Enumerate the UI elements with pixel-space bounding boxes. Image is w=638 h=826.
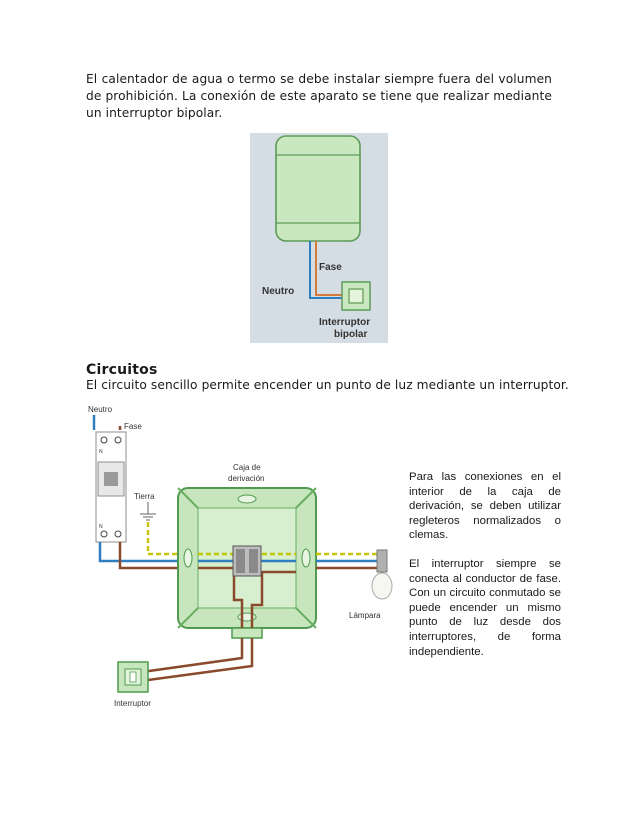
bipolar-switch-icon bbox=[341, 281, 371, 311]
neutro-wire bbox=[309, 241, 344, 299]
caja-label-line1: Caja de bbox=[233, 463, 261, 472]
switch-return-wire bbox=[147, 638, 254, 682]
internal-return-wire bbox=[250, 570, 296, 628]
breaker-n-bottom: N bbox=[99, 524, 103, 530]
note-clemas: Para las conexiones en el interior de la… bbox=[409, 471, 561, 542]
switch-fase-wire bbox=[140, 638, 244, 678]
circuit-diagram: Neutro Fase N N Tierra Caja de derivació… bbox=[88, 405, 393, 708]
lightbulb-icon bbox=[371, 549, 393, 600]
water-heater-tank bbox=[275, 135, 361, 242]
neutro-label: Neutro bbox=[262, 286, 294, 297]
interruptor-label: Interruptor bbox=[114, 699, 151, 708]
water-heater-diagram: Fase Neutro Interruptor bipolar bbox=[250, 133, 388, 343]
caja-label-line2: derivación bbox=[228, 474, 264, 483]
fase-wire bbox=[315, 241, 344, 296]
note-interruptor-fase: El interruptor siempre se conecta al con… bbox=[409, 557, 561, 658]
internal-fase-wire bbox=[198, 566, 244, 628]
tierra-ground-icon: Tierra bbox=[134, 492, 156, 521]
fase-label: Fase bbox=[124, 422, 142, 431]
fase-label: Fase bbox=[319, 262, 342, 273]
light-switch-icon bbox=[117, 661, 149, 693]
section-subtitle: El circuito sencillo permite encender un… bbox=[86, 378, 569, 392]
breaker-n-top: N bbox=[99, 449, 103, 455]
terminal-block-icon bbox=[232, 545, 262, 577]
side-notes: Para las conexiones en el interior de la… bbox=[409, 470, 561, 673]
circuit-breaker: N N bbox=[95, 431, 127, 543]
tierra-label: Tierra bbox=[134, 492, 155, 501]
intro-paragraph: El calentador de agua o termo se debe in… bbox=[86, 72, 552, 120]
neutro-label: Neutro bbox=[88, 405, 113, 414]
lampara-label: Lámpara bbox=[349, 611, 381, 620]
bipolar-label: bipolar bbox=[334, 329, 367, 340]
section-heading: Circuitos bbox=[86, 362, 158, 378]
interruptor-label: Interruptor bbox=[319, 317, 370, 328]
